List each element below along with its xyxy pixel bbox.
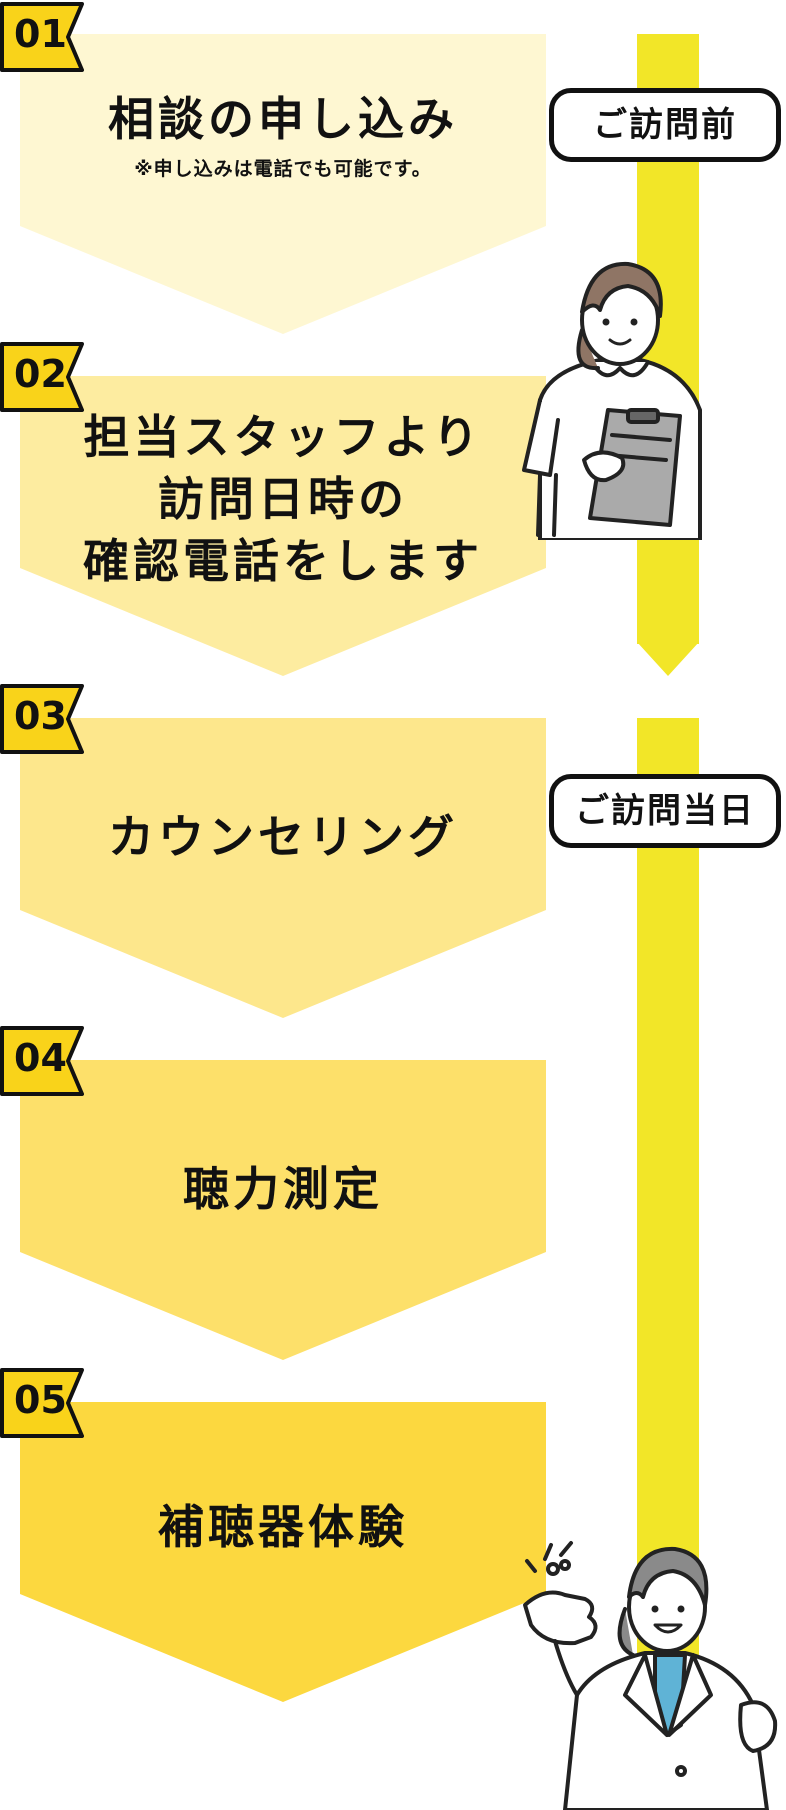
step-title: 補聴器体験 bbox=[158, 1500, 408, 1554]
step-title: 相談の申し込み bbox=[108, 92, 458, 146]
step-title-line-3: 確認電話をします bbox=[83, 534, 483, 588]
timeline-bar-day bbox=[637, 718, 699, 1678]
nurse-with-clipboard-illustration bbox=[522, 261, 702, 540]
step-2: 担当スタッフより 訪問日時の 確認電話をします bbox=[20, 376, 546, 676]
staff-explaining-illustration bbox=[523, 1541, 778, 1810]
step-number-badge-5: 05 bbox=[0, 1368, 84, 1438]
step-note: ※申し込みは電話でも可能です。 bbox=[134, 158, 432, 180]
step-arrow-shape bbox=[20, 1402, 546, 1702]
step-title: 聴力測定 bbox=[183, 1162, 383, 1216]
step-number-badge-3: 03 bbox=[0, 684, 84, 754]
step-number-badge-2: 02 bbox=[0, 342, 84, 412]
step-3: カウンセリング bbox=[20, 718, 546, 1018]
timeline-bar-arrow-icon bbox=[637, 642, 699, 676]
step-4: 聴力測定 bbox=[20, 1060, 546, 1360]
step-arrow-shape bbox=[20, 34, 546, 334]
step-5: 補聴器体験 bbox=[20, 1402, 546, 1702]
step-title-line-2: 訪問日時の bbox=[158, 472, 408, 526]
step-title-line-1: 担当スタッフより bbox=[83, 410, 483, 464]
step-title: カウンセリング bbox=[108, 810, 458, 864]
step-arrow-shape bbox=[20, 718, 546, 1018]
step-number-badge-4: 04 bbox=[0, 1026, 84, 1096]
step-arrow-shape bbox=[20, 376, 546, 676]
phase-label-before: ご訪問前 bbox=[549, 88, 781, 162]
phase-label-day: ご訪問当日 bbox=[549, 774, 781, 848]
step-1: 相談の申し込み ※申し込みは電話でも可能です。 bbox=[20, 34, 546, 334]
step-number-badge-1: 01 bbox=[0, 2, 84, 72]
step-arrow-shape bbox=[20, 1060, 546, 1360]
